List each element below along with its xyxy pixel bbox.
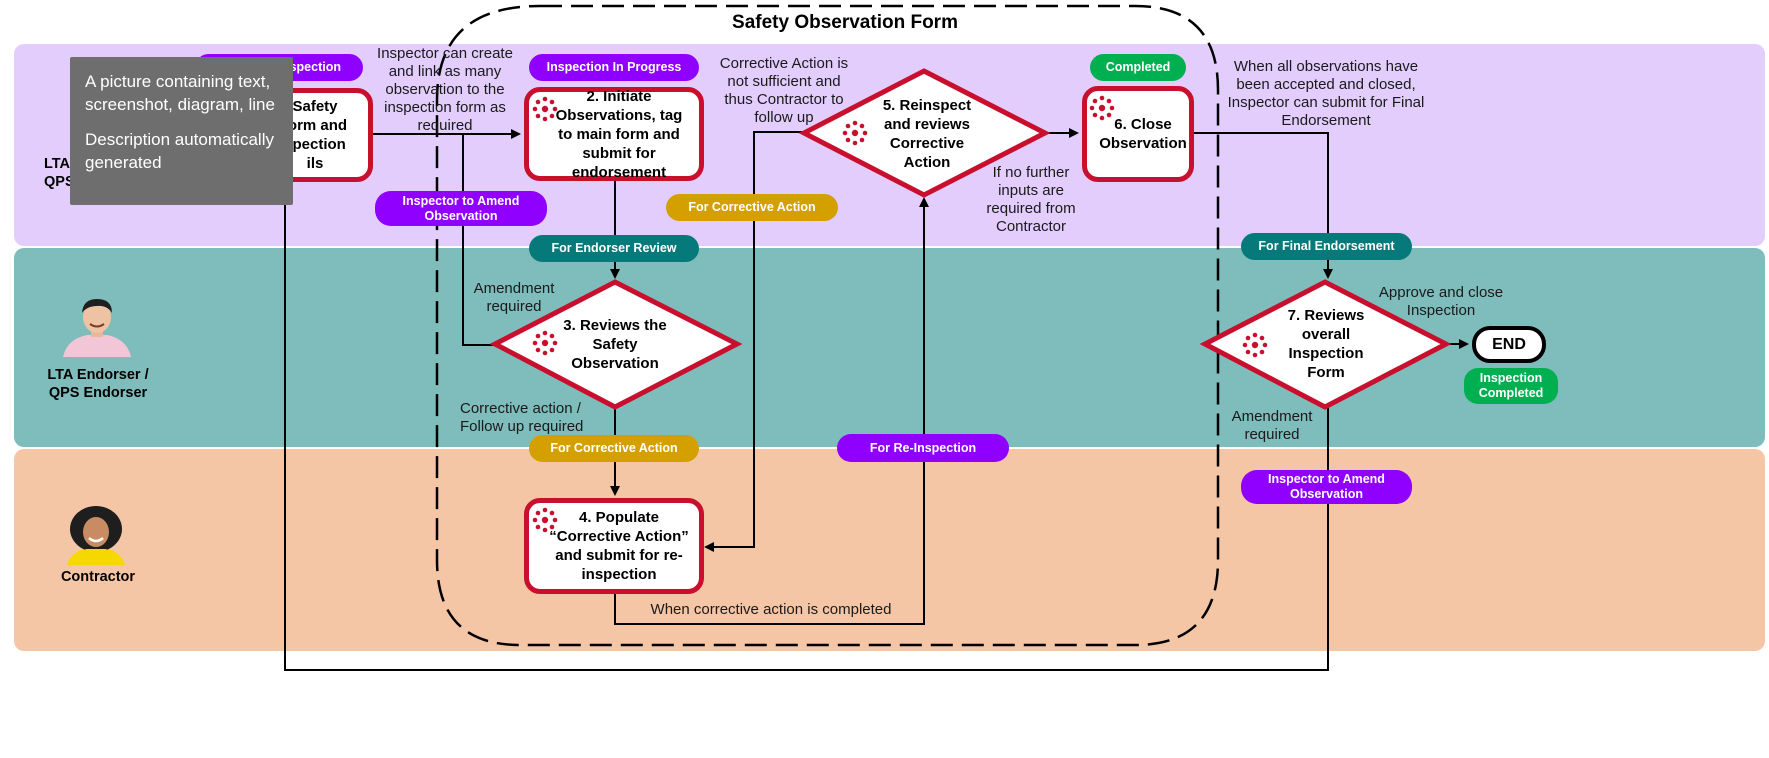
- form-title: Safety Observation Form: [732, 12, 958, 33]
- man-avatar: [63, 299, 131, 357]
- inspection-in-progress-pill: Inspection In Progress: [529, 54, 699, 81]
- note-when-corrective-completed: When corrective action is completed: [650, 601, 892, 618]
- note-inspector-can-create: Inspector can create and link as many ob…: [377, 45, 513, 134]
- note-no-further-inputs: If no further inputs are required from C…: [986, 164, 1076, 235]
- for-endorser-review-pill: For Endorser Review: [529, 235, 699, 262]
- inspector-label-line1: LTA: [44, 156, 71, 172]
- spark-icon: [842, 120, 868, 146]
- completed-pill: Completed: [1090, 54, 1186, 81]
- inspector-to-amend-pill-1: Inspector to Amend Observation: [375, 191, 547, 226]
- step-7-label: 7. Reviews overall Inspection Form: [1287, 307, 1365, 381]
- step-2-box[interactable]: 2. Initiate Observations, tag to main fo…: [524, 87, 704, 181]
- note-corrective-not-sufficient: Corrective Action is not sufficient and …: [719, 55, 849, 126]
- spark-icon: [1242, 332, 1268, 358]
- note-amendment-required-2: Amendment required: [1231, 408, 1313, 443]
- alt-text-tooltip: A picture containing text, screenshot, d…: [70, 57, 293, 205]
- step-4-label: 4. Populate “Corrective Action” and subm…: [549, 509, 689, 583]
- contractor-lane-label: Contractor: [60, 569, 136, 585]
- note-when-all-accepted: When all observations have been accepted…: [1227, 58, 1425, 129]
- step-6-label: 6. Close Observation: [1099, 116, 1187, 152]
- contractor-lane: [14, 449, 1765, 651]
- step-5-diamond: [798, 68, 1051, 198]
- step-3-label: 3. Reviews the Safety Observation: [563, 316, 667, 372]
- for-corrective-action-pill-1: For Corrective Action: [666, 194, 838, 221]
- spark-icon: [1089, 95, 1115, 121]
- tooltip-line-2: Description automatically generated: [85, 130, 274, 172]
- step-7-diamond: [1199, 279, 1452, 410]
- step-2-label: 2. Initiate Observations, tag to main fo…: [555, 87, 683, 181]
- spark-icon: [532, 96, 558, 122]
- tooltip-line-1: A picture containing text, screenshot, d…: [85, 72, 275, 114]
- note-amendment-required-1: Amendment required: [473, 280, 555, 315]
- for-corrective-action-pill-2: For Corrective Action: [529, 435, 699, 462]
- inspection-completed-pill: Inspection Completed: [1464, 368, 1558, 404]
- form-boundary: [435, 4, 1220, 647]
- end-terminator[interactable]: END: [1472, 326, 1546, 363]
- note-approve-close: Approve and close Inspection: [1378, 284, 1504, 319]
- step-3-diamond: [489, 279, 743, 410]
- spark-icon: [532, 507, 558, 533]
- step-5-label: 5. Reinspect and reviews Corrective Acti…: [882, 97, 972, 171]
- step-6-box[interactable]: 6. Close Observation: [1082, 86, 1194, 182]
- note-corrective-follow-up: Corrective action / Follow up required: [460, 400, 584, 435]
- step-1-label: Safety form and spection ils: [282, 98, 348, 172]
- inspector-to-amend-pill-2: Inspector to Amend Observation: [1241, 470, 1412, 504]
- endorser-lane-label: LTA Endorser / QPS Endorser: [47, 367, 149, 401]
- for-final-endorsement-pill: For Final Endorsement: [1241, 233, 1412, 260]
- woman-avatar: [67, 506, 125, 565]
- spark-icon: [532, 330, 558, 356]
- for-re-inspection-pill: For Re-Inspection: [837, 434, 1009, 462]
